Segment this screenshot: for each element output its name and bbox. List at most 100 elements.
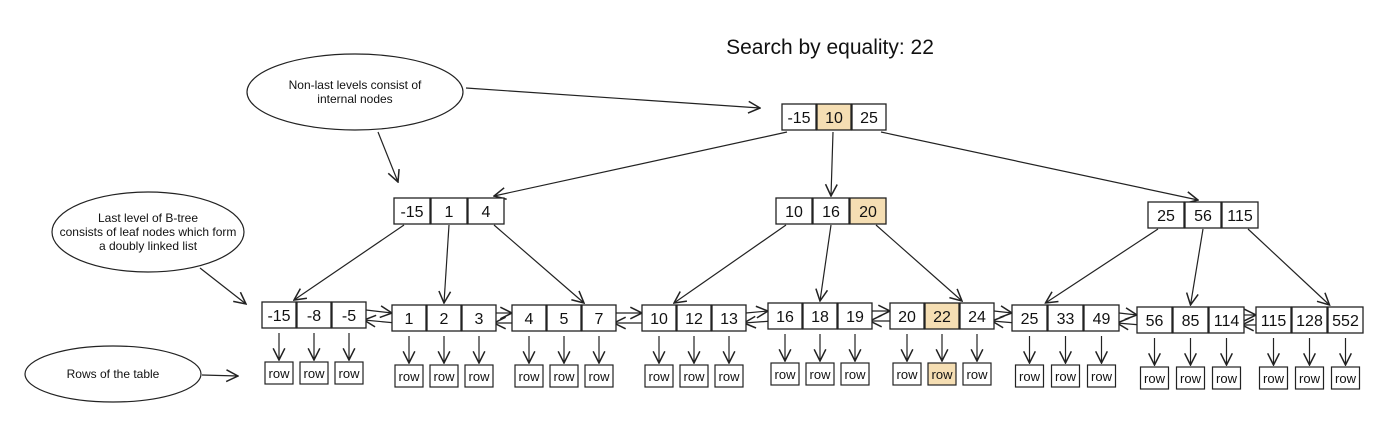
key-label: 16 (776, 309, 794, 326)
leaf-node-1-key-1: -8 (296, 301, 332, 329)
key-cell-box (461, 304, 497, 332)
leaf-node-6-key-1: 22 (924, 302, 960, 330)
note-table-rows: Rows of the table (24, 345, 202, 403)
table-row-box: row (299, 361, 329, 385)
table-row-box: row (1330, 366, 1361, 390)
key-label: 3 (475, 311, 484, 328)
key-cell-box (851, 103, 887, 131)
row-label: row (1299, 371, 1321, 386)
leaf-node-9-key-1: 128 (1291, 306, 1328, 334)
row-box (644, 364, 674, 388)
row-box (1086, 364, 1117, 388)
internal-node-2-key-1: 16 (812, 197, 850, 225)
annotation-text: Last level of B-tree (98, 211, 198, 225)
key-label: -15 (267, 308, 290, 325)
table-row-box: row (394, 364, 424, 388)
leaf-node-4-key-0: 10 (641, 304, 677, 332)
row-box (549, 364, 579, 388)
key-label: 49 (1093, 311, 1111, 328)
table-row-box: row (644, 364, 674, 388)
key-label: 33 (1057, 311, 1075, 328)
annotation-text: a doubly linked list (99, 239, 198, 253)
root-node-key-0: -15 (781, 103, 817, 131)
key-cell-box (1291, 306, 1328, 334)
leaf-link-next-6 (993, 311, 1012, 313)
row-box (714, 364, 744, 388)
key-cell-box (1083, 304, 1120, 332)
key-label: 12 (685, 311, 703, 328)
key-label: 552 (1332, 313, 1359, 330)
key-label: -5 (342, 308, 356, 325)
key-label: 22 (933, 309, 951, 326)
annotation-text: internal nodes (317, 92, 392, 106)
table-row-box: row (1014, 364, 1045, 388)
note-arrow-to-leaves (199, 267, 246, 304)
leaf-node-7-key-0: 25 (1011, 304, 1048, 332)
row-label: row (434, 369, 456, 384)
edge-internal-2-leaf-2 (820, 224, 832, 301)
leaf-node-5-key-2: 19 (837, 302, 873, 330)
edge-root-internal-1 (494, 131, 788, 196)
table-row-box: row (1258, 366, 1289, 390)
key-cell-box (1184, 201, 1222, 229)
leaf-node-7-key-2: 49 (1083, 304, 1120, 332)
row-label: row (810, 367, 832, 382)
key-cell-box (849, 197, 887, 225)
diagram-title: Search by equality: 22 (726, 36, 934, 59)
leaf-node-7-key-1: 33 (1047, 304, 1084, 332)
edge-internal-2-leaf-1 (674, 224, 787, 303)
key-cell-box (812, 197, 850, 225)
leaf-node-5-key-0: 16 (767, 302, 803, 330)
note-arrow-to-root (465, 87, 760, 108)
row-label: row (339, 366, 361, 381)
table-row-box: row (962, 362, 992, 386)
internal-node-2-key-2: 20 (849, 197, 887, 225)
key-cell-box (467, 197, 505, 225)
row-box (962, 362, 992, 386)
key-cell-box (546, 304, 582, 332)
annotation-text: Non-last levels consist of (289, 78, 422, 92)
key-cell-box (676, 304, 712, 332)
row-label: row (469, 369, 491, 384)
edge-internal-1-leaf-1 (294, 224, 405, 300)
row-box (264, 361, 294, 385)
key-cell-box (837, 302, 873, 330)
row-box (1330, 366, 1361, 390)
leaf-node-6-key-2: 24 (959, 302, 995, 330)
table-row-box: row (840, 362, 870, 386)
table-row-box: row (464, 364, 494, 388)
leaf-link-next-7 (1118, 313, 1137, 315)
row-label: row (1216, 371, 1238, 386)
leaf-node-4-key-2: 13 (711, 304, 747, 332)
key-label: 128 (1296, 313, 1323, 330)
key-label: 20 (859, 204, 877, 221)
key-cell-box (1255, 306, 1292, 334)
key-label: 1 (405, 311, 414, 328)
key-label: 25 (1021, 311, 1039, 328)
key-label: 16 (822, 204, 840, 221)
leaf-node-1-key-2: -5 (331, 301, 367, 329)
row-box (892, 362, 922, 386)
root-node-key-1: 10 (816, 103, 852, 131)
table-row-box: row (1294, 366, 1325, 390)
leaf-node-6-key-0: 20 (889, 302, 925, 330)
key-label: 10 (825, 110, 843, 127)
table-row-box: row (1086, 364, 1117, 388)
key-label: 115 (1261, 313, 1287, 330)
key-cell-box (889, 302, 925, 330)
key-label: 56 (1194, 208, 1212, 225)
row-box (770, 362, 800, 386)
key-cell-box (393, 197, 431, 225)
row-label: row (897, 367, 919, 382)
leaf-node-3-key-0: 4 (511, 304, 547, 332)
key-label: 4 (525, 311, 534, 328)
leaf-node-8-key-0: 56 (1136, 306, 1173, 334)
key-cell-box (581, 304, 617, 332)
row-label: row (684, 369, 706, 384)
row-label: row (1180, 371, 1202, 386)
key-label: 18 (811, 309, 829, 326)
row-label: row (1091, 369, 1113, 384)
table-row-box: row (549, 364, 579, 388)
key-label: -15 (787, 110, 810, 127)
